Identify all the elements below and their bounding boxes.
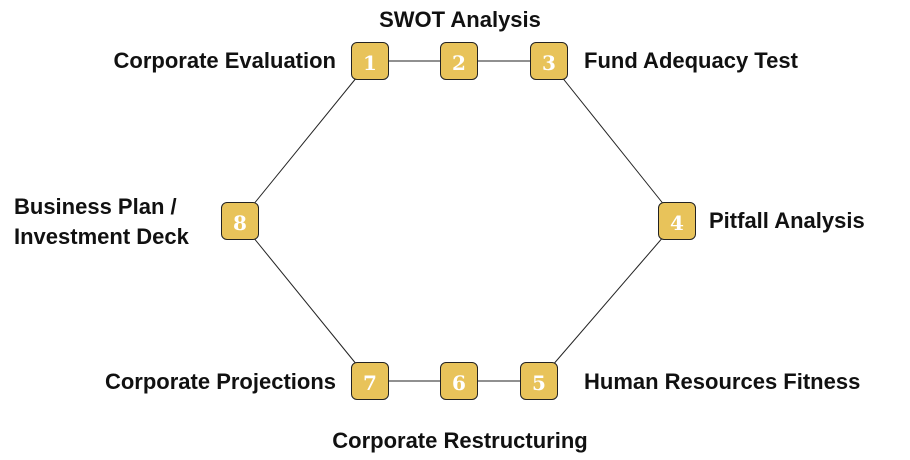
step-3-label: Fund Adequacy Test <box>584 48 798 73</box>
step-1-label: Corporate Evaluation <box>113 48 336 73</box>
step-4-box: 4 <box>658 202 696 240</box>
step-5-box: 5 <box>520 362 558 400</box>
connector-4-5 <box>538 220 678 382</box>
step-1-number: 1 <box>363 51 377 75</box>
step-4-number: 4 <box>670 211 684 235</box>
step-3-number: 3 <box>542 51 556 75</box>
step-6-box: 6 <box>440 362 478 400</box>
step-4-label: Pitfall Analysis <box>709 208 865 233</box>
step-8-number: 8 <box>233 211 247 235</box>
step-7-label: Corporate Projections <box>104 369 336 394</box>
connector-7-8 <box>239 220 371 382</box>
step-6-label: Corporate Restructuring <box>332 428 588 453</box>
step-2-number: 2 <box>452 51 466 75</box>
step-3-box: 3 <box>530 42 568 80</box>
connector-8-1 <box>239 60 371 222</box>
step-5-label: Human Resources Fitness <box>584 369 861 394</box>
step-2-box: 2 <box>440 42 478 80</box>
step-6-number: 6 <box>452 371 466 395</box>
step-5-number: 5 <box>532 371 546 395</box>
step-2-label: SWOT Analysis <box>379 7 541 32</box>
connector-3-4 <box>548 60 678 222</box>
step-8-box: 8 <box>221 202 259 240</box>
step-7-box: 7 <box>351 362 389 400</box>
step-1-box: 1 <box>351 42 389 80</box>
step-8-label-line-1: Business Plan / <box>14 194 177 219</box>
step-8-label-line-2: Investment Deck <box>14 224 189 249</box>
step-7-number: 7 <box>363 371 377 395</box>
step-8-label: Business Plan / Investment Deck <box>14 192 189 252</box>
